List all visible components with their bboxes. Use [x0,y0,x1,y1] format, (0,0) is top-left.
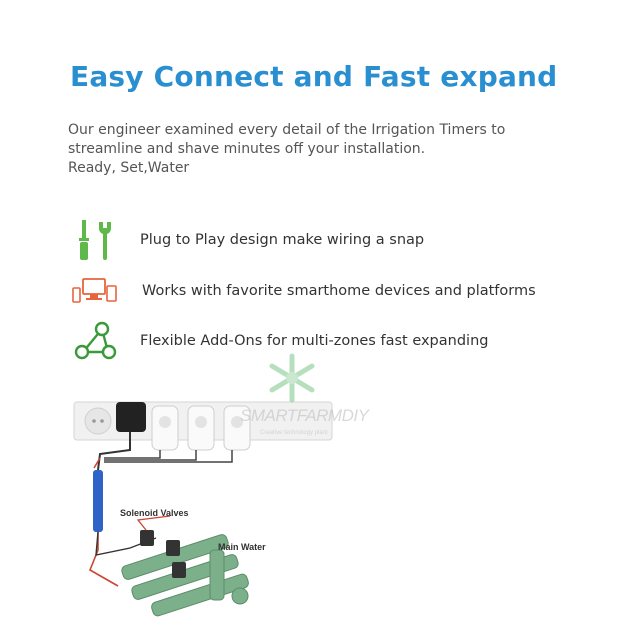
feature-label: Flexible Add-Ons for multi-zones fast ex… [140,333,489,349]
tools-icon [70,217,120,263]
installation-diagram: Solenoid Valves Main Water [60,350,380,620]
intro-line-2: streamline and shave minutes off your in… [68,141,426,157]
watermark-tagline: Creative technology plant [260,430,328,436]
feature-plug-to-play: Plug to Play design make wiring a snap [70,217,424,263]
feature-add-ons: Flexible Add-Ons for multi-zones fast ex… [70,318,488,364]
intro-text: Our engineer examined every detail of th… [68,121,588,178]
page-title: Easy Connect and Fast expand [70,60,558,93]
feature-label: Works with favorite smarthome devices an… [142,283,536,299]
intro-line-3: Ready, Set,Water [68,160,190,176]
devices-icon [70,268,120,314]
watermark-brand: SMARTFARMDIY [240,406,369,425]
intro-line-1: Our engineer examined every detail of th… [68,122,506,138]
feature-label: Plug to Play design make wiring a snap [140,232,425,248]
main-water-label: Main Water [218,542,266,552]
feature-smarthome: Works with favorite smarthome devices an… [70,268,536,314]
snowflake-icon [269,353,315,403]
solenoid-valves-label: Solenoid Valves [120,508,189,518]
network-nodes-icon [70,318,120,364]
watermark: SMARTFARMDIY Creative technology plant [222,352,369,442]
